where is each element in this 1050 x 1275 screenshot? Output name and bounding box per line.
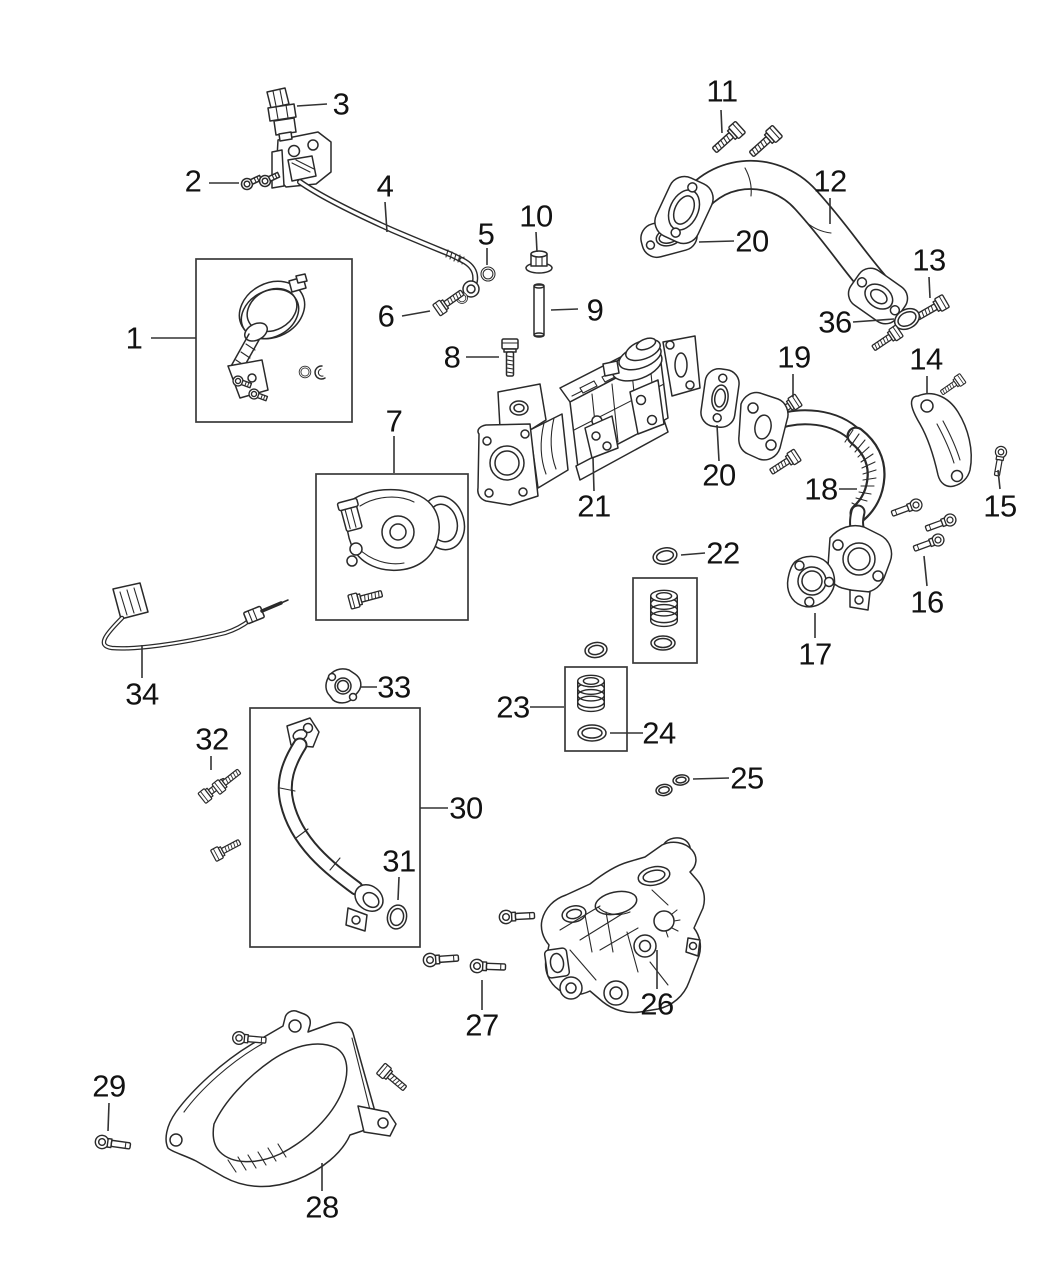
- part-16-bolts: [889, 496, 959, 555]
- callout-label-16: 16: [910, 584, 944, 620]
- part-27-bolts: [422, 908, 536, 975]
- part-36-seal: [869, 307, 921, 355]
- leader-line-3: [296, 103, 328, 107]
- callout-label-7: 7: [385, 403, 403, 439]
- callout-label-34: 34: [125, 676, 159, 712]
- callout-label-18: 18: [804, 471, 838, 507]
- part-9-stud: [533, 283, 545, 338]
- shield-ribs: [227, 1143, 287, 1173]
- callout-label-6: 6: [377, 298, 395, 334]
- part-25-rings: [655, 774, 690, 797]
- leader-lines: [107, 103, 1001, 1191]
- callout-label-1: 1: [125, 320, 143, 356]
- part-26-adapter-casting: [540, 837, 706, 1014]
- part-21-egr-cooler: [477, 335, 701, 506]
- leader-line-6: [401, 310, 431, 317]
- part-20-gasket-lower: [700, 367, 740, 429]
- callout-label-11: 11: [706, 73, 738, 109]
- part-23-seal-kit-box: [564, 666, 628, 752]
- leader-line-16: [923, 555, 928, 587]
- callout-label-19: 19: [777, 339, 811, 375]
- part-15-bolt: [990, 444, 1009, 478]
- callout-label-27: 27: [465, 1007, 499, 1043]
- callout-label-30: 30: [449, 790, 483, 826]
- callout-label-31: 31: [382, 843, 416, 879]
- callout-label-5: 5: [477, 216, 495, 252]
- leader-line-15: [997, 469, 1001, 490]
- part-32-bolts: [197, 765, 244, 863]
- leader-line-29: [107, 1102, 110, 1132]
- mid-oring: [584, 641, 608, 659]
- callout-label-12: 12: [813, 163, 847, 199]
- leader-line-31: [397, 876, 400, 901]
- leader-line-4: [384, 201, 388, 233]
- callout-label-17: 17: [798, 636, 832, 672]
- callout-label-2: 2: [184, 163, 202, 199]
- part-8-bolt: [501, 338, 519, 377]
- callout-label-4: 4: [376, 168, 394, 204]
- callout-label-28: 28: [305, 1189, 339, 1225]
- leader-line-10: [535, 231, 538, 253]
- part-14-brace: [910, 372, 972, 488]
- leader-line-9: [550, 308, 579, 311]
- callout-label-32: 32: [195, 721, 229, 757]
- callout-label-15: 15: [983, 488, 1017, 524]
- part-1-kit-box: [195, 258, 353, 423]
- part-22-oring: [652, 547, 678, 565]
- callout-label-24: 24: [642, 715, 676, 751]
- leader-line-20: [698, 240, 735, 243]
- part-17-gasket: [786, 555, 836, 608]
- callout-label-29: 29: [92, 1068, 126, 1104]
- part-33-clamp: [325, 668, 362, 704]
- part-7-kit-box: [315, 473, 469, 621]
- part-29-bolt: [93, 1133, 132, 1154]
- callout-label-13: 13: [912, 242, 946, 278]
- part-31-oring: [386, 904, 408, 930]
- callout-label-9: 9: [586, 292, 604, 328]
- part-34-temp-sensor: [101, 582, 289, 651]
- callout-label-36: 36: [818, 304, 852, 340]
- callout-label-26: 26: [640, 986, 674, 1022]
- part-10-nut: [525, 250, 553, 274]
- callout-label-8: 8: [443, 339, 461, 375]
- part-5-oring: [480, 266, 496, 282]
- callout-label-23: 23: [496, 689, 530, 725]
- callout-label-21: 21: [577, 488, 611, 524]
- leader-line-13: [928, 276, 931, 299]
- callout-label-22: 22: [706, 535, 740, 571]
- leader-line-11: [720, 109, 723, 134]
- part-12-exhaust-pipe: [654, 159, 909, 325]
- leader-line-22: [680, 552, 706, 556]
- callout-label-20: 20: [735, 223, 769, 259]
- leader-line-25: [692, 777, 730, 780]
- part-24-oring: [577, 724, 607, 742]
- part-28-heat-shield: [165, 1010, 397, 1188]
- callout-label-14: 14: [909, 341, 943, 377]
- callout-label-25: 25: [730, 760, 764, 796]
- callout-label-3: 3: [332, 86, 350, 122]
- leader-line-20-b: [716, 424, 720, 462]
- callout-label-10: 10: [519, 198, 553, 234]
- part-3-sensor: [266, 87, 297, 142]
- callout-label-33: 33: [377, 669, 411, 705]
- cooler-valve-dome: [602, 337, 663, 382]
- part-11-bolts: [708, 120, 784, 161]
- leader-line-21: [592, 457, 595, 492]
- seal-kit-box-upper: [632, 577, 698, 664]
- callout-label-20-b: 20: [702, 457, 736, 493]
- part-4-vacuum-tube: [271, 131, 480, 298]
- leader-line-36: [852, 318, 895, 323]
- part-30-kit-box: [249, 707, 421, 948]
